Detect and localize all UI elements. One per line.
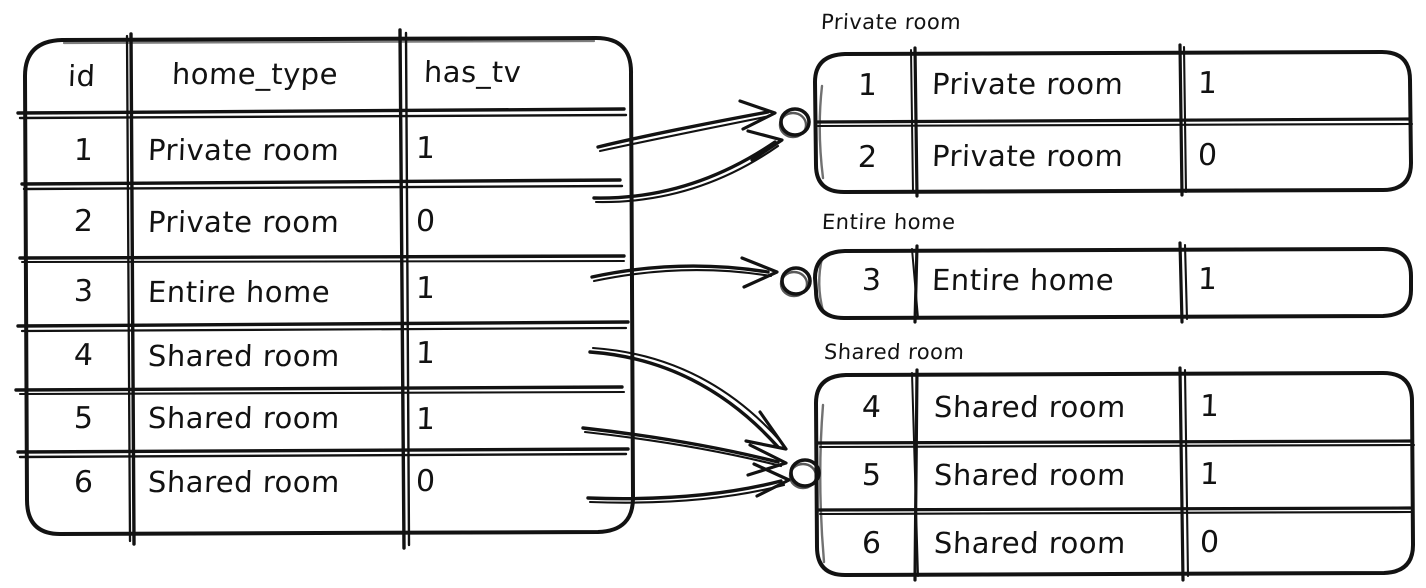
cell-home-type: Private room — [147, 133, 340, 167]
group-table-private-room-rules — [814, 117, 1414, 128]
cell-has-tv: 0 — [1199, 525, 1221, 560]
arrow-row6-to-shared-room — [586, 462, 791, 504]
cell-has-tv: 1 — [1197, 66, 1219, 101]
cell-id: 6 — [73, 465, 95, 500]
cell-id: 1 — [73, 133, 95, 168]
cell-id: 5 — [73, 401, 95, 436]
source-header-home-type: home_type — [171, 57, 339, 91]
cell-id: 3 — [73, 274, 95, 309]
source-header-has-tv: has_tv — [423, 55, 522, 89]
arrow-row5-to-shared-room — [581, 426, 788, 477]
cell-home-type: Private room — [147, 205, 340, 239]
connector-node-entire-home — [779, 266, 812, 298]
cell-id: 4 — [861, 390, 883, 425]
cell-has-tv: 1 — [415, 336, 437, 371]
cell-home-type: Entire home — [147, 275, 331, 309]
cell-home-type: Private room — [931, 67, 1124, 101]
cell-home-type: Shared room — [933, 458, 1127, 492]
group-label: Shared room — [823, 340, 966, 364]
cell-has-tv: 1 — [1199, 457, 1221, 492]
cell-id: 4 — [73, 338, 95, 373]
cell-home-type: Shared room — [933, 390, 1127, 424]
cell-has-tv: 1 — [415, 402, 437, 437]
cell-has-tv: 0 — [415, 204, 437, 239]
cell-id: 1 — [857, 68, 879, 103]
cell-has-tv: 0 — [1197, 138, 1219, 173]
cell-home-type: Private room — [931, 139, 1124, 173]
group-label: Entire home — [821, 210, 957, 234]
cell-id: 6 — [861, 526, 883, 561]
cell-id: 2 — [73, 204, 95, 239]
arrow-row1-to-private-room — [596, 99, 777, 153]
cell-home-type: Shared room — [147, 465, 341, 499]
cell-home-type: Entire home — [931, 263, 1115, 297]
cell-has-tv: 0 — [415, 464, 437, 499]
cell-home-type: Shared room — [933, 526, 1127, 560]
cell-has-tv: 1 — [1199, 389, 1221, 424]
cell-has-tv: 1 — [415, 131, 437, 166]
source-header-id: id — [67, 59, 97, 93]
connector-node-private-room — [778, 107, 811, 139]
group-label: Private room — [820, 10, 962, 34]
arrow-row3-to-entire-home — [590, 256, 779, 289]
cell-id: 2 — [857, 140, 879, 175]
arrow-row4-to-shared-room — [588, 346, 788, 451]
cell-id: 5 — [861, 458, 883, 493]
cell-home-type: Shared room — [147, 339, 341, 373]
arrow-row2-to-private-room — [592, 129, 784, 204]
cell-id: 3 — [861, 263, 883, 298]
connector-node-shared-room — [788, 458, 821, 490]
cell-has-tv: 1 — [415, 271, 437, 306]
cell-home-type: Shared room — [147, 401, 341, 435]
cell-has-tv: 1 — [1197, 262, 1219, 297]
